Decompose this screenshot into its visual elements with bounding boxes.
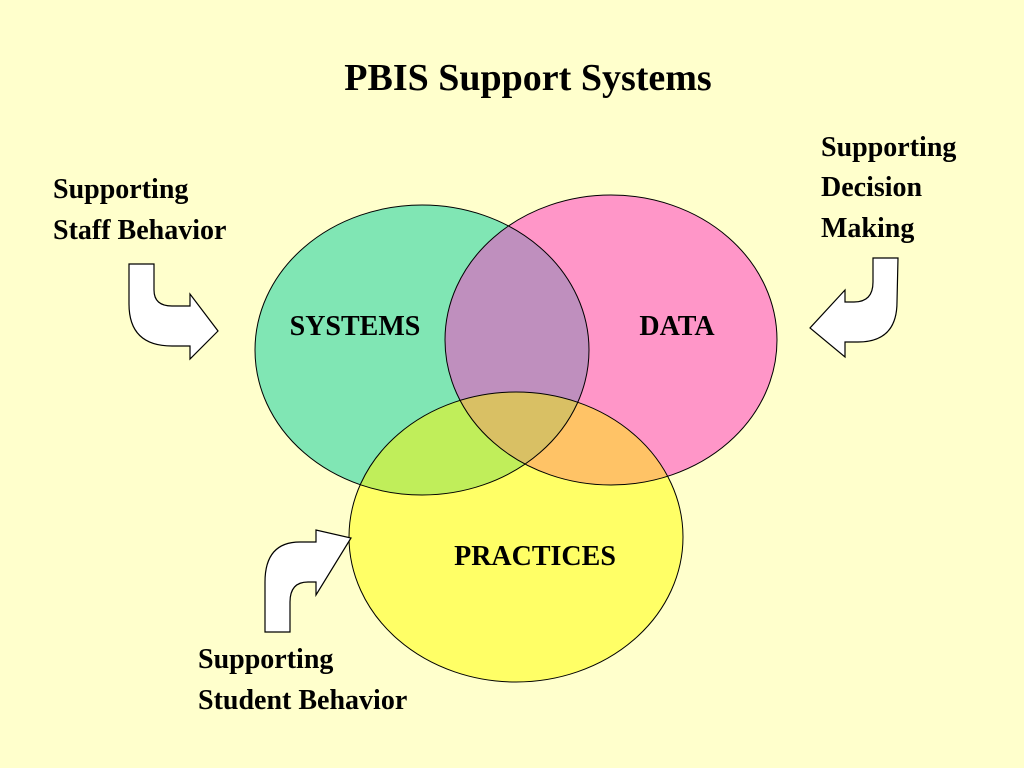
staff-curved-arrow-icon: [128, 263, 219, 361]
student-behavior-label: Supporting Student Behavior: [198, 644, 407, 716]
decision-label-line-3: Making: [821, 213, 914, 244]
decision-label-line-1: Supporting: [821, 132, 956, 163]
staff-behavior-label: Supporting Staff Behavior: [53, 174, 226, 246]
staff-label-line-1: Supporting: [53, 174, 188, 205]
systems-practices-overlap: [349, 392, 589, 495]
systems-outline: [254, 204, 590, 496]
decision-curved-arrow-icon: [809, 257, 899, 359]
data-practices-overlap: [445, 392, 683, 485]
data-outline: [444, 194, 778, 486]
systems-label: SYSTEMS: [290, 311, 421, 342]
staff-label-line-2: Staff Behavior: [53, 215, 226, 246]
decision-label-line-2: Decision: [821, 172, 923, 203]
decision-making-label: Supporting Decision Making: [821, 132, 963, 244]
student-label-line-1: Supporting: [198, 644, 333, 675]
practices-label: PRACTICES: [454, 541, 616, 572]
data-label: DATA: [639, 311, 715, 342]
student-label-line-2: Student Behavior: [198, 685, 407, 716]
slide-title: PBIS Support Systems: [344, 57, 711, 99]
student-curved-arrow-icon: [264, 529, 352, 633]
